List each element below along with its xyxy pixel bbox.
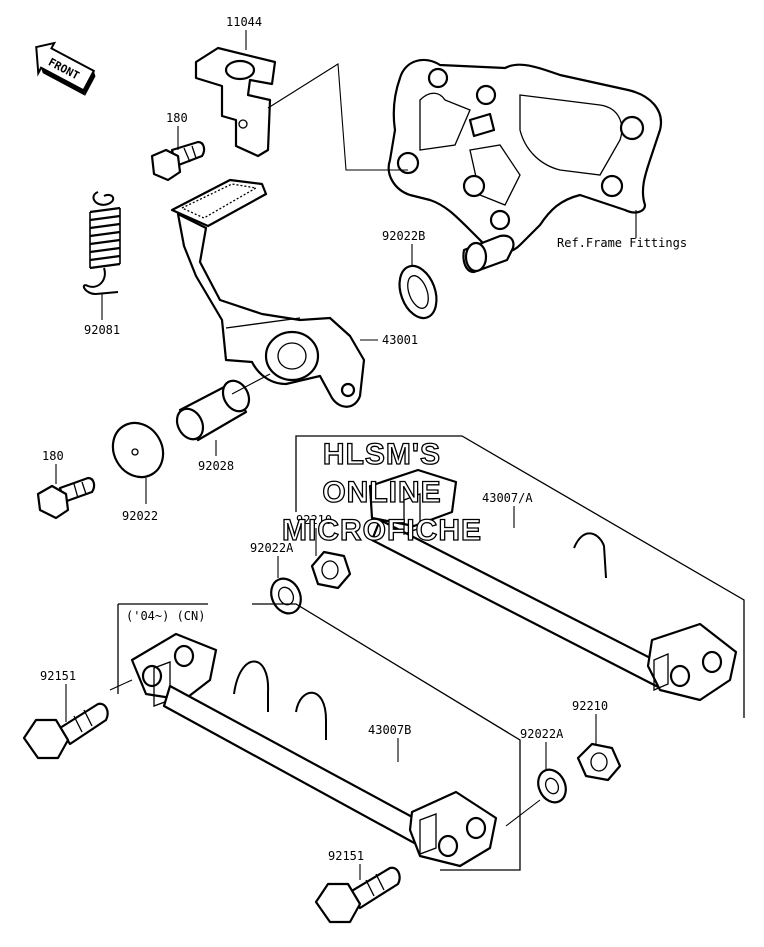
label-92022a-upper: 92022A bbox=[250, 541, 294, 555]
bolt-92151-left bbox=[22, 702, 109, 760]
label-92151-left: 92151 bbox=[40, 669, 76, 683]
bolt-92151-bottom bbox=[314, 866, 401, 924]
label-92028: 92028 bbox=[198, 459, 234, 473]
leader-lines bbox=[55, 30, 637, 880]
brake-pedal-43001 bbox=[170, 178, 366, 408]
label-43007b: 43007B bbox=[368, 723, 411, 737]
callouts: 11044 180 92081 Ref.Frame Fittings 92022… bbox=[40, 15, 687, 863]
nut-92210-upper bbox=[310, 550, 352, 590]
label-92022: 92022 bbox=[122, 509, 158, 523]
label-92081: 92081 bbox=[84, 323, 120, 337]
bracket-11044 bbox=[194, 46, 277, 158]
nut-92210-lower bbox=[576, 742, 622, 782]
label-180-mid: 180 bbox=[42, 449, 64, 463]
label-92022a-lower: 92022A bbox=[520, 727, 564, 741]
label-11044: 11044 bbox=[226, 15, 262, 29]
washer-92022a-lower bbox=[537, 768, 567, 804]
watermark-line3: MICROFICHE bbox=[282, 514, 482, 547]
washer-92022 bbox=[111, 421, 165, 479]
collar-92028 bbox=[175, 379, 251, 442]
label-ref-frame: Ref.Frame Fittings bbox=[557, 236, 687, 250]
watermark-line1: HLSM'S bbox=[323, 438, 441, 471]
front-arrow-icon: FRONT bbox=[35, 41, 96, 96]
label-variant-note: ('04~) (CN) bbox=[126, 609, 205, 623]
bolt-180-top bbox=[150, 140, 206, 182]
rod-43007b bbox=[117, 603, 521, 871]
washer-92022a-upper bbox=[270, 577, 302, 615]
watermark-line2: ONLINE bbox=[322, 476, 441, 509]
label-43001: 43001 bbox=[382, 333, 418, 347]
frame-fitting bbox=[387, 58, 663, 274]
label-92151-bottom: 92151 bbox=[328, 849, 364, 863]
spring-92081 bbox=[82, 191, 121, 296]
bolt-180-mid bbox=[36, 476, 96, 520]
label-180-top: 180 bbox=[166, 111, 188, 125]
label-92022b: 92022B bbox=[382, 229, 425, 243]
washer-92022b bbox=[398, 264, 438, 320]
label-43007a: 43007/A bbox=[482, 491, 533, 505]
rod-43007a bbox=[295, 435, 745, 718]
watermark: HLSM'S ONLINE MICROFICHE bbox=[281, 437, 482, 547]
label-92210-upper: 92210 bbox=[296, 513, 332, 527]
label-92210-lower: 92210 bbox=[572, 699, 608, 713]
